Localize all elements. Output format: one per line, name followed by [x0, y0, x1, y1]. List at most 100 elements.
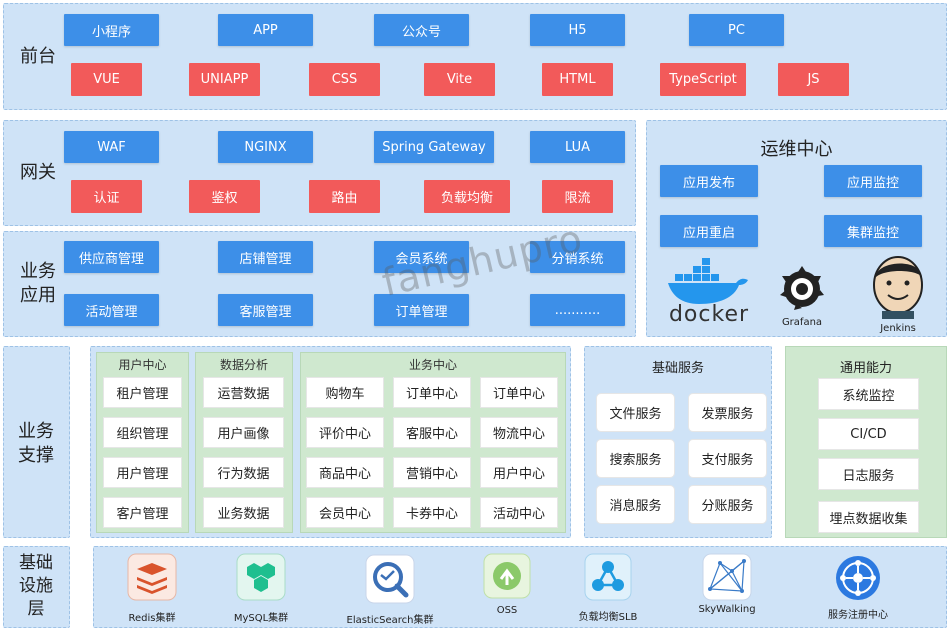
support-label-line1: 业务 — [18, 421, 54, 442]
data-user-profile[interactable]: 用户画像 — [203, 417, 284, 448]
jenkins-label: Jenkins — [880, 323, 916, 334]
frontend-h5[interactable]: H5 — [530, 14, 625, 46]
gateway-spring-gateway[interactable]: Spring Gateway — [374, 131, 494, 163]
user-tenant[interactable]: 租户管理 — [103, 377, 182, 408]
biz-order-center-b[interactable]: 订单中心 — [480, 377, 558, 408]
frontend-miniprogram[interactable]: 小程序 — [64, 14, 159, 46]
infra-label-band — [3, 546, 70, 628]
gateway-lua[interactable]: LUA — [530, 131, 625, 163]
app-activity[interactable]: 活动管理 — [64, 294, 159, 326]
app-store[interactable]: 店铺管理 — [218, 241, 313, 273]
ops-cluster-monitor[interactable]: 集群监控 — [824, 215, 922, 247]
user-manage[interactable]: 用户管理 — [103, 457, 182, 488]
docker-whale-icon — [668, 258, 748, 304]
gateway-label: 网关 — [20, 162, 56, 183]
tech-vue[interactable]: VUE — [71, 63, 142, 96]
app-supplier[interactable]: 供应商管理 — [64, 241, 159, 273]
svc-split[interactable]: 分账服务 — [688, 485, 767, 524]
data-operation[interactable]: 运营数据 — [203, 377, 284, 408]
gateway-rate-limit[interactable]: 限流 — [542, 180, 613, 213]
biz-product[interactable]: 商品中心 — [306, 457, 384, 488]
gateway-waf[interactable]: WAF — [64, 131, 159, 163]
infra-elasticsearch[interactable]: ElasticSearch集群 — [347, 553, 434, 626]
common-cicd[interactable]: CI/CD — [818, 418, 919, 450]
frontend-wechat-official[interactable]: 公众号 — [374, 14, 469, 46]
support-label-line2: 支撑 — [18, 445, 54, 466]
infra-slb-label: 负载均衡SLB — [578, 612, 638, 623]
gateway-nginx[interactable]: NGINX — [218, 131, 313, 163]
infra-slb[interactable]: 负载均衡SLB — [579, 553, 637, 623]
mysql-icon — [236, 553, 286, 601]
jenkins-icon — [873, 256, 923, 319]
infra-redis-label: Redis集群 — [128, 613, 176, 624]
business-app-label-line2: 应用 — [20, 285, 56, 306]
biz-logistics[interactable]: 物流中心 — [480, 417, 558, 448]
app-more[interactable]: ........... — [530, 294, 625, 326]
tech-uniapp[interactable]: UNIAPP — [189, 63, 260, 96]
frontend-pc[interactable]: PC — [689, 14, 784, 46]
gateway-route[interactable]: 路由 — [309, 180, 380, 213]
redis-icon — [127, 553, 177, 601]
gateway-authz[interactable]: 鉴权 — [189, 180, 260, 213]
business-app-label: 业务 应用 — [8, 260, 68, 308]
infra-skywalking[interactable]: SkyWalking — [698, 553, 756, 623]
tech-html[interactable]: HTML — [542, 63, 613, 96]
biz-activity[interactable]: 活动中心 — [480, 497, 558, 528]
biz-order-center-a[interactable]: 订单中心 — [393, 377, 471, 408]
tech-js[interactable]: JS — [778, 63, 849, 96]
data-behavior[interactable]: 行为数据 — [203, 457, 284, 488]
common-logging[interactable]: 日志服务 — [818, 458, 919, 490]
biz-review[interactable]: 评价中心 — [306, 417, 384, 448]
infra-label-line3: 层 — [27, 599, 45, 619]
infra-skywalking-label: SkyWalking — [698, 604, 756, 615]
app-order[interactable]: 订单管理 — [374, 294, 469, 326]
docker-logo-text: docker — [668, 302, 750, 327]
biz-coupon[interactable]: 卡券中心 — [393, 497, 471, 528]
tech-css[interactable]: CSS — [309, 63, 380, 96]
common-tracking[interactable]: 埋点数据收集 — [818, 501, 919, 533]
app-distribution[interactable]: 分销系统 — [530, 241, 625, 273]
gateway-auth[interactable]: 认证 — [71, 180, 142, 213]
oss-icon — [483, 553, 531, 599]
slb-icon — [584, 553, 632, 601]
elasticsearch-icon — [365, 554, 415, 604]
skywalking-icon — [702, 553, 752, 601]
svc-file[interactable]: 文件服务 — [596, 393, 675, 432]
ops-deploy[interactable]: 应用发布 — [660, 165, 758, 197]
infra-oss-label: OSS — [496, 605, 518, 616]
svc-invoice[interactable]: 发票服务 — [688, 393, 767, 432]
svc-search[interactable]: 搜索服务 — [596, 439, 675, 478]
infra-mysql[interactable]: MySQL集群 — [234, 553, 288, 624]
common-sys-monitor[interactable]: 系统监控 — [818, 378, 919, 410]
infra-mysql-label: MySQL集群 — [233, 613, 289, 624]
grafana-label: Grafana — [781, 317, 823, 328]
biz-member[interactable]: 会员中心 — [306, 497, 384, 528]
grafana-logo: Grafana — [772, 262, 832, 332]
infra-registry[interactable]: 服务注册中心 — [828, 553, 888, 623]
jenkins-logo: Jenkins — [862, 255, 934, 335]
basic-services-title: 基础服务 — [651, 361, 704, 376]
ops-restart[interactable]: 应用重启 — [660, 215, 758, 247]
ops-monitor[interactable]: 应用监控 — [824, 165, 922, 197]
data-business[interactable]: 业务数据 — [203, 497, 284, 528]
frontend-app[interactable]: APP — [218, 14, 313, 46]
biz-user-center[interactable]: 用户中心 — [480, 457, 558, 488]
biz-cs-center[interactable]: 客服中心 — [393, 417, 471, 448]
biz-cart[interactable]: 购物车 — [306, 377, 384, 408]
svc-payment[interactable]: 支付服务 — [688, 439, 767, 478]
user-customer[interactable]: 客户管理 — [103, 497, 182, 528]
gateway-load-balance[interactable]: 负载均衡 — [424, 180, 510, 213]
app-member[interactable]: 会员系统 — [374, 241, 469, 273]
infra-redis[interactable]: Redis集群 — [127, 553, 177, 624]
tech-vite[interactable]: Vite — [424, 63, 495, 96]
svc-message[interactable]: 消息服务 — [596, 485, 675, 524]
app-customer-service[interactable]: 客服管理 — [218, 294, 313, 326]
user-org[interactable]: 组织管理 — [103, 417, 182, 448]
business-center-title: 业务中心 — [408, 358, 457, 372]
ops-title: 运维中心 — [760, 139, 833, 160]
biz-marketing[interactable]: 营销中心 — [393, 457, 471, 488]
infra-oss[interactable]: OSS — [483, 553, 531, 623]
common-capabilities-title: 通用能力 — [839, 361, 892, 376]
support-label-band — [3, 346, 70, 538]
tech-typescript[interactable]: TypeScript — [660, 63, 746, 96]
